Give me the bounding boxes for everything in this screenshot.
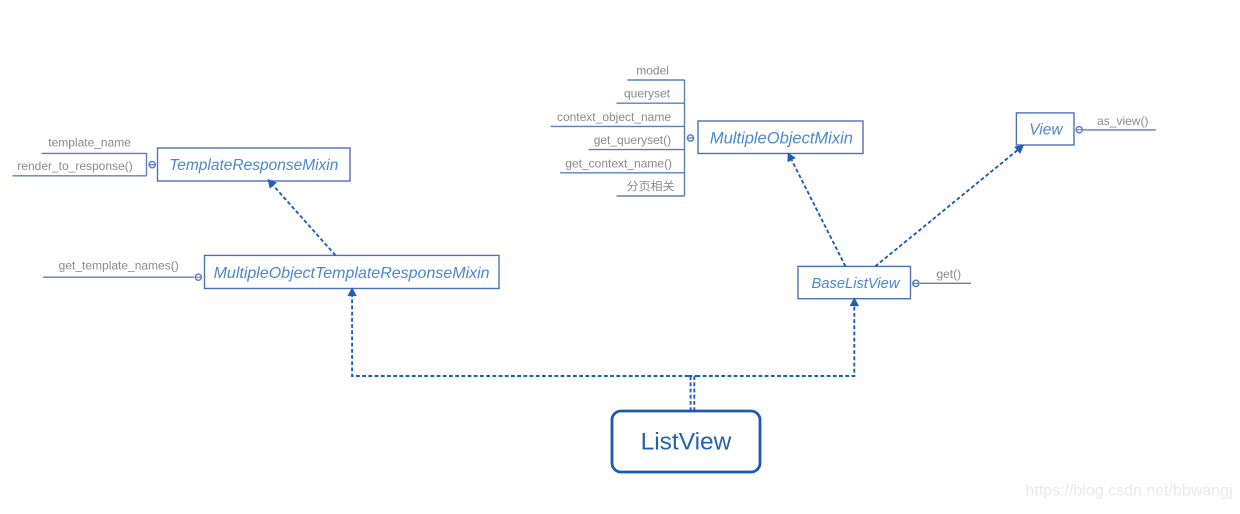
svg-text:render_to_response(): render_to_response() (17, 159, 132, 173)
svg-text:get_template_names(): get_template_names() (59, 259, 179, 273)
svg-text:ListView: ListView (641, 428, 732, 455)
svg-text:TemplateResponseMixin: TemplateResponseMixin (169, 157, 338, 174)
svg-text:template_name: template_name (48, 136, 131, 150)
svg-text:MultipleObjectMixin: MultipleObjectMixin (710, 129, 853, 147)
svg-text:View: View (1029, 121, 1064, 138)
svg-text:context_object_name: context_object_name (557, 110, 671, 124)
svg-text:https://blog.csdn.net/bbwangj: https://blog.csdn.net/bbwangj (1025, 483, 1232, 500)
svg-text:queryset: queryset (624, 87, 671, 101)
svg-text:as_view(): as_view() (1097, 114, 1148, 128)
svg-text:MultipleObjectTemplateResponse: MultipleObjectTemplateResponseMixin (214, 265, 490, 282)
svg-text:get_queryset(): get_queryset() (594, 133, 671, 147)
svg-text:get_context_name(): get_context_name() (565, 156, 672, 170)
svg-text:model: model (636, 64, 669, 78)
svg-text:BaseListView: BaseListView (812, 276, 901, 292)
svg-text:get(): get() (936, 267, 961, 281)
